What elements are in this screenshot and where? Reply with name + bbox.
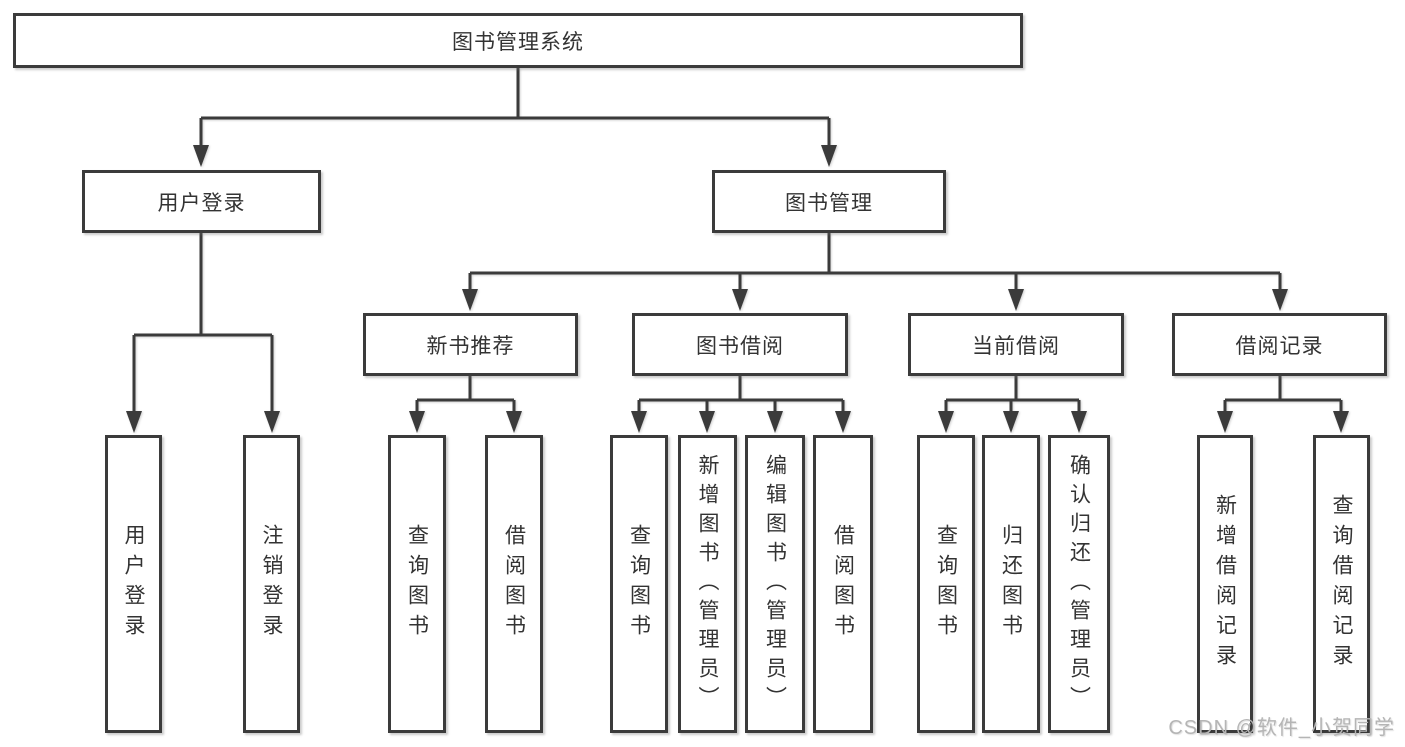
node-current-borrow: 当前借阅 (908, 313, 1124, 376)
node-library-management-system-label: 图书管理系统 (452, 30, 584, 54)
leaf-records-query-record: 查询借阅记录 (1313, 435, 1370, 733)
leaf-user-login: 用户登录 (105, 435, 162, 733)
node-library-management-system: 图书管理系统 (13, 13, 1023, 68)
leaf-borrow-borrow-books: 借阅图书 (813, 435, 873, 733)
node-book-borrow-label: 图书借阅 (696, 334, 784, 358)
arrowhead-icons (126, 145, 1349, 433)
node-current-borrow-label: 当前借阅 (972, 334, 1060, 358)
leaf-current-query-books-label: 查询图书 (934, 524, 958, 644)
leaf-newbooks-borrow-books-label: 借阅图书 (502, 524, 526, 644)
leaf-records-add-record-label: 新增借阅记录 (1213, 494, 1237, 674)
node-user-login: 用户登录 (82, 170, 321, 233)
leaf-borrow-query-books: 查询图书 (610, 435, 668, 733)
leaf-user-login-label: 用户登录 (122, 524, 145, 644)
leaf-borrow-edit-books-admin-label: 编辑图书（管理员） (763, 453, 787, 715)
csdn-watermark: CSDN @软件_小贺同学 (1168, 717, 1395, 739)
leaf-newbooks-query-books: 查询图书 (388, 435, 446, 733)
leaf-records-query-record-label: 查询借阅记录 (1330, 494, 1353, 674)
leaf-current-return-books: 归还图书 (982, 435, 1040, 733)
leaf-current-query-books: 查询图书 (917, 435, 975, 733)
leaf-current-confirm-return-admin-label: 确认归还（管理员） (1067, 453, 1091, 715)
leaf-borrow-add-books-admin-label: 新增图书（管理员） (696, 453, 719, 715)
node-book-borrow: 图书借阅 (632, 313, 848, 376)
leaf-newbooks-borrow-books: 借阅图书 (485, 435, 543, 733)
connector-lines (132, 68, 1343, 418)
leaf-records-add-record: 新增借阅记录 (1197, 435, 1253, 733)
leaf-current-confirm-return-admin: 确认归还（管理员） (1048, 435, 1110, 733)
leaf-borrow-add-books-admin: 新增图书（管理员） (678, 435, 737, 733)
node-user-login-label: 用户登录 (157, 191, 246, 215)
leaf-borrow-borrow-books-label: 借阅图书 (831, 524, 855, 644)
node-new-book-recommend-label: 新书推荐 (426, 334, 515, 358)
leaf-current-return-books-label: 归还图书 (999, 524, 1023, 644)
leaf-borrow-query-books-label: 查询图书 (627, 524, 651, 644)
node-borrow-records-label: 借阅记录 (1235, 334, 1324, 358)
node-new-book-recommend: 新书推荐 (363, 313, 578, 376)
node-book-management: 图书管理 (712, 170, 946, 233)
leaf-logout: 注销登录 (243, 435, 300, 733)
leaf-logout-label: 注销登录 (260, 524, 283, 644)
node-borrow-records: 借阅记录 (1172, 313, 1387, 376)
node-book-management-label: 图书管理 (785, 191, 873, 215)
leaf-newbooks-query-books-label: 查询图书 (405, 524, 429, 644)
leaf-borrow-edit-books-admin: 编辑图书（管理员） (745, 435, 805, 733)
